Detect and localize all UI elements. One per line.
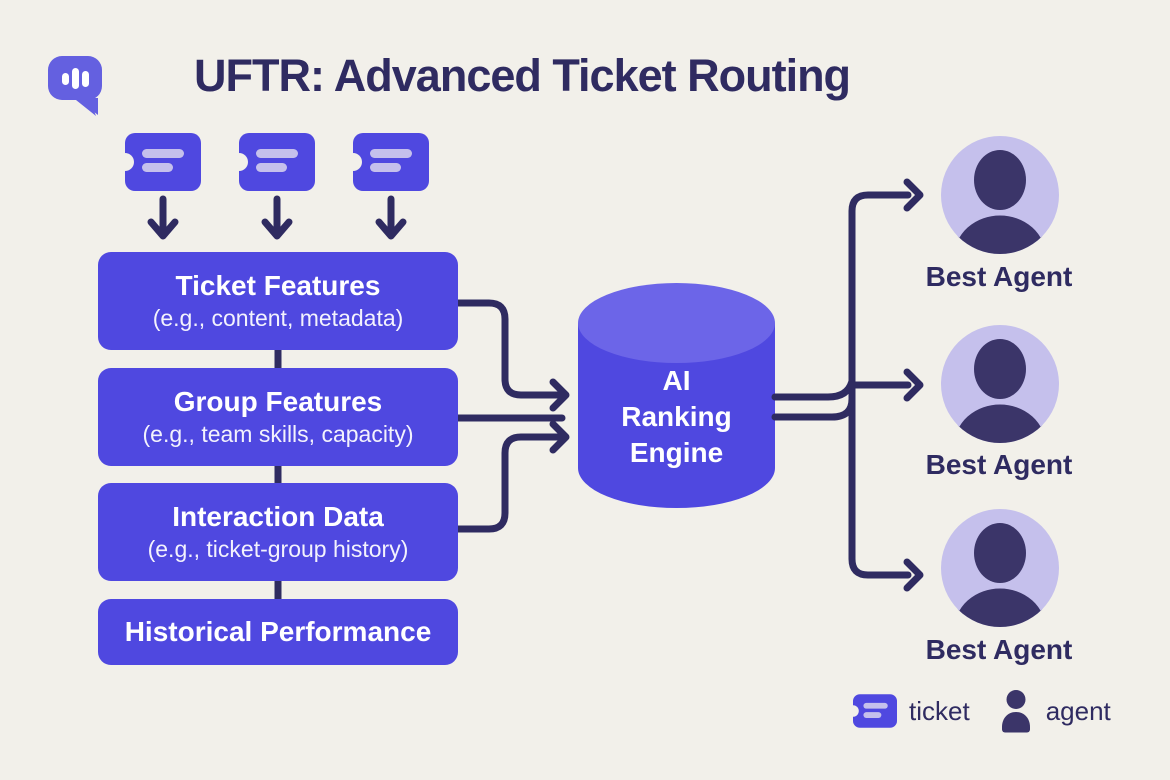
agent-label: Best Agent <box>925 449 1073 480</box>
arrowhead-agent-2 <box>903 368 924 402</box>
database-cylinder-icon <box>578 283 775 508</box>
person-avatar-icon <box>941 136 1059 254</box>
box-interaction-data: Interaction Data (e.g., ticket-group his… <box>98 483 458 581</box>
box-subtitle: (e.g., content, metadata) <box>152 305 404 331</box>
page-title: UFTR: Advanced Ticket Routing <box>194 50 851 101</box>
arrow-interaction-data-to-engine <box>454 420 570 533</box>
box-group-features: Group Features (e.g., team skills, capac… <box>98 368 458 466</box>
box-title: Group Features <box>173 386 383 417</box>
engine-label-line: Ranking <box>621 401 732 432</box>
line-engine-out-upper <box>771 377 856 401</box>
agent-label: Best Agent <box>925 261 1073 292</box>
legend-ticket-label: ticket <box>909 695 970 726</box>
arrow-ticket-features-to-engine <box>454 299 570 412</box>
ticket-icon <box>239 133 315 191</box>
arrowhead-agent-1 <box>903 178 924 212</box>
engine-label-line: AI <box>662 365 691 396</box>
arrow-ticket-2-down <box>261 195 293 240</box>
box-subtitle: (e.g., ticket-group history) <box>147 536 409 562</box>
ticket-icon <box>125 133 201 191</box>
arrow-ticket-1-down <box>147 195 179 240</box>
box-title: Interaction Data <box>172 501 384 532</box>
agent-label: Best Agent <box>925 634 1073 665</box>
arrowhead-agent-3 <box>903 558 924 592</box>
legend-agent-label: agent <box>1045 695 1111 726</box>
box-subtitle: (e.g., team skills, capacity) <box>142 421 414 447</box>
ticket-icon <box>353 133 429 191</box>
legend-person-icon <box>1001 690 1030 733</box>
box-historical-performance: Historical Performance <box>98 599 458 665</box>
engine-label-line: Engine <box>629 437 724 468</box>
person-avatar-icon <box>941 325 1059 443</box>
line-engine-out-lower <box>771 395 856 421</box>
arrow-ticket-3-down <box>375 195 407 240</box>
chat-bubble-logo-icon <box>48 56 102 116</box>
box-title: Ticket Features <box>175 270 381 301</box>
person-avatar-icon <box>941 509 1059 627</box>
box-ticket-features: Ticket Features (e.g., content, metadata… <box>98 252 458 350</box>
ai-ranking-engine-label: AI Ranking Engine <box>578 363 775 471</box>
box-title: Historical Performance <box>124 616 432 647</box>
legend: ticket agent <box>853 688 1111 734</box>
legend-ticket-icon <box>853 694 897 728</box>
